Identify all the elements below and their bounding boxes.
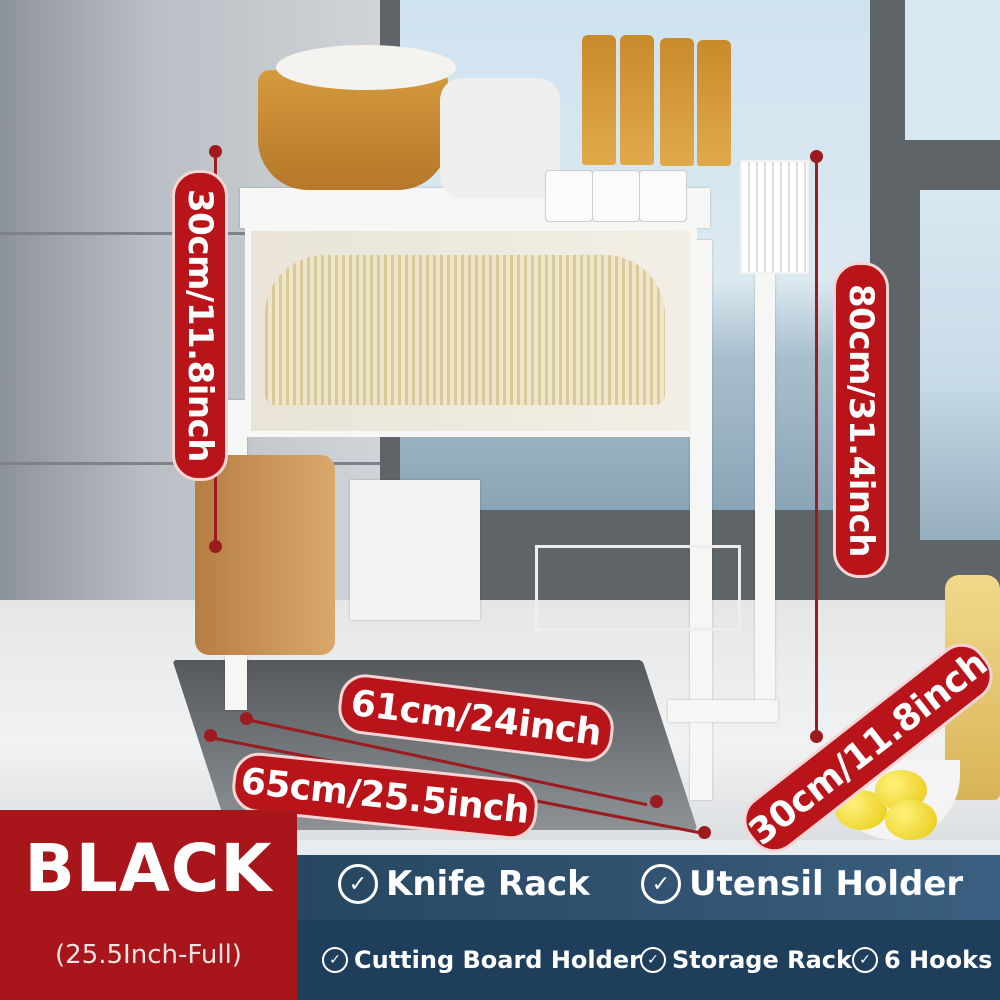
utensil-holder: [740, 160, 809, 274]
check-circle-icon: ✓: [852, 947, 878, 973]
pot-lid: [276, 45, 456, 90]
cooking-pot: [258, 70, 448, 190]
dim-dot: [209, 145, 222, 158]
feature-knife-rack: ✓ Knife Rack: [338, 864, 590, 904]
spice-jar: [545, 170, 593, 222]
check-circle-icon: ✓: [641, 864, 681, 904]
check-circle-icon: ✓: [338, 864, 378, 904]
dim-dot: [650, 795, 663, 808]
toaster: [440, 78, 560, 198]
spice-jar: [639, 170, 687, 222]
color-banner: [0, 810, 297, 1000]
feature-hooks: ✓ 6 Hooks: [852, 946, 992, 974]
oil-bottle: [620, 35, 654, 165]
color-title: BLACK: [24, 830, 273, 907]
feature-cutting-board-holder: ✓ Cutting Board Holder: [322, 946, 641, 974]
check-circle-icon: ✓: [640, 947, 666, 973]
oil-bottle: [697, 40, 731, 166]
oil-bottle: [660, 38, 694, 166]
dim-dot: [810, 730, 823, 743]
oil-bottle: [582, 35, 616, 165]
dim-dot: [810, 150, 823, 163]
feature-label: 6 Hooks: [884, 946, 993, 974]
dim-dot: [204, 729, 217, 742]
feature-utensil-holder: ✓ Utensil Holder: [641, 864, 963, 904]
feature-label: Knife Rack: [386, 864, 590, 904]
rack-base: [668, 700, 778, 722]
knife-rack: [350, 480, 480, 620]
check-circle-icon: ✓: [322, 947, 348, 973]
feature-label: Storage Rack: [672, 946, 852, 974]
window-glass: [920, 190, 1000, 540]
spice-jar: [592, 170, 640, 222]
feature-storage-rack: ✓ Storage Rack: [640, 946, 852, 974]
dim-dot: [240, 712, 253, 725]
dim-line-total-height: [815, 155, 818, 735]
label-total-height: 80cm/31.4inch: [833, 262, 889, 578]
storage-basket: [535, 545, 741, 631]
label-cabinet-height: 30cm/11.8inch: [172, 170, 228, 481]
lemon: [885, 800, 937, 840]
dim-dot: [698, 826, 711, 839]
plates: [265, 255, 665, 405]
dim-dot: [209, 540, 222, 553]
rack-leg: [755, 250, 775, 710]
window-glass: [905, 0, 1000, 140]
feature-label: Cutting Board Holder: [354, 946, 641, 974]
cutting-board: [195, 455, 335, 655]
size-variant: (25.5Inch-Full): [55, 940, 242, 970]
feature-label: Utensil Holder: [689, 864, 964, 904]
